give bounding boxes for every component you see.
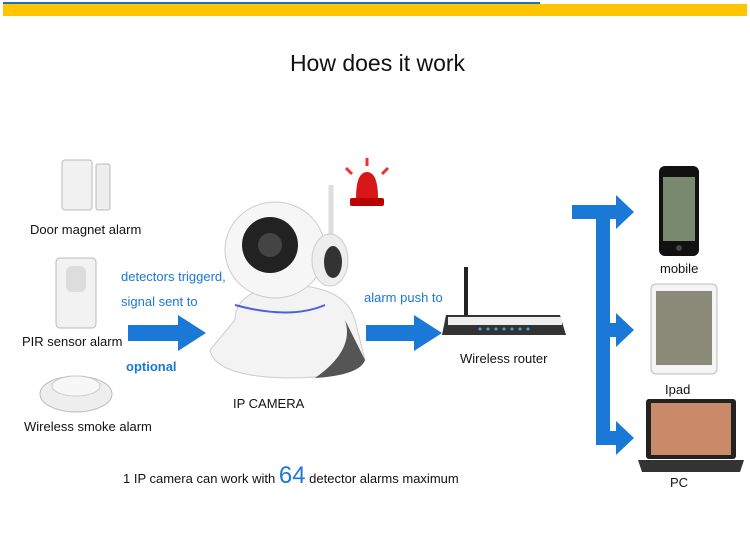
optional-text: optional <box>126 359 177 374</box>
flow-text-line2: signal sent to <box>121 294 198 309</box>
smoke-alarm-icon <box>39 375 113 413</box>
mobile-phone-image <box>659 166 699 256</box>
flow-text-line1: detectors triggerd, <box>121 269 226 284</box>
arrow-right-icon <box>366 315 442 351</box>
detector-label: Wireless smoke alarm <box>24 419 152 434</box>
ip-camera-image <box>209 185 366 379</box>
top-line <box>3 2 540 4</box>
door-magnet-icon <box>61 159 111 211</box>
max-detectors-count: 64 <box>278 462 306 489</box>
device-label: Ipad <box>665 382 691 397</box>
camera-label: IP CAMERA <box>233 396 305 411</box>
pir-sensor-icon <box>55 257 97 329</box>
device-label: mobile <box>660 261 699 276</box>
router-label: Wireless router <box>460 351 548 366</box>
push-text: alarm push to <box>364 290 443 305</box>
footer-before: 1 IP camera can work with <box>123 471 276 486</box>
laptop-pc-image <box>638 399 744 472</box>
footer-note: 1 IP camera can work with 64 detector al… <box>123 462 459 490</box>
ipad-image <box>650 283 718 375</box>
alarm-siren-icon <box>344 158 390 206</box>
detector-label: PIR sensor alarm <box>22 334 123 349</box>
detector-label: Door magnet alarm <box>30 222 142 237</box>
device-label: PC <box>670 475 689 490</box>
branch-arrows-icon <box>572 195 634 455</box>
footer-after: detector alarms maximum <box>309 471 459 486</box>
page-title: How does it work <box>289 50 466 76</box>
wireless-router-image <box>442 267 566 335</box>
arrow-right-icon <box>128 315 206 351</box>
top-band <box>3 4 747 16</box>
